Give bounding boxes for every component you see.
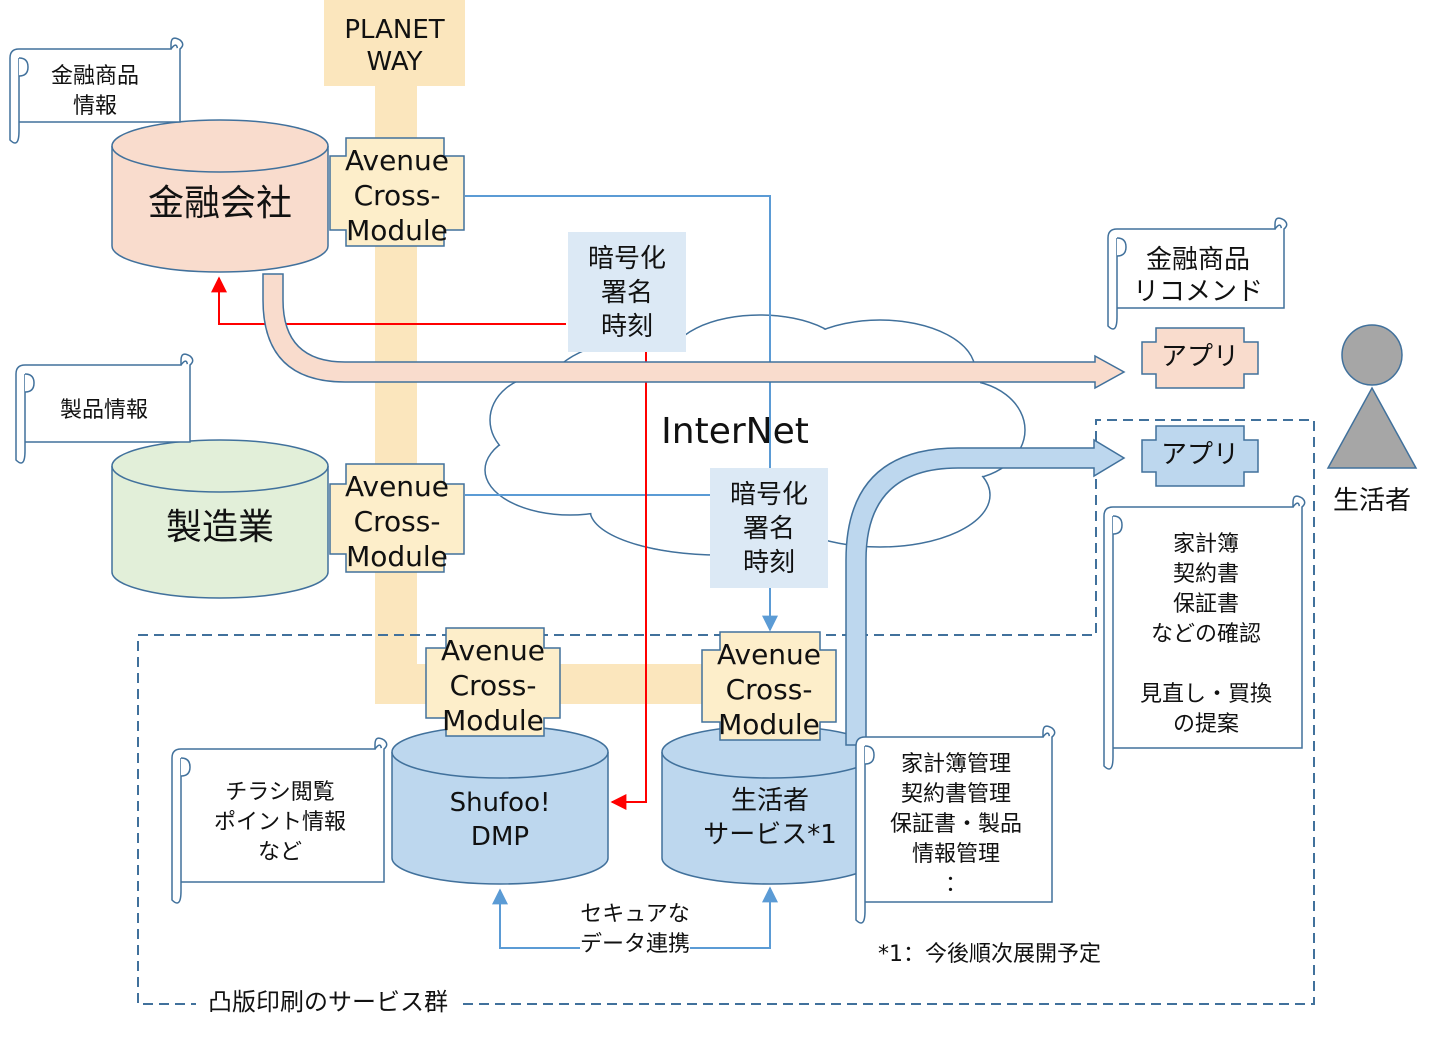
scroll-consumer-confirm-curl	[1112, 515, 1123, 535]
scroll-consumer-confirm-curl-top	[1292, 502, 1301, 508]
financial-company-label: 金融会社	[147, 183, 292, 224]
security-label-lower: 暗号化 署名 時刻	[729, 480, 808, 578]
security-label-upper: 暗号化 署名 時刻	[587, 244, 666, 342]
app-label-2: アプリ	[1160, 440, 1239, 470]
scroll-flyer-info-curl	[180, 757, 191, 777]
scroll-service-list-shape	[855, 725, 1056, 924]
consumer-label: 生活者	[1332, 486, 1411, 516]
scroll-financial-recommend-curl-top	[1274, 224, 1283, 230]
secure-link-label: セキュアな データ連携	[579, 902, 690, 957]
scroll-product-info-curl	[24, 373, 35, 393]
financial-company-db	[111, 119, 329, 273]
security-box-lower	[710, 468, 828, 588]
app-plaque-1	[1141, 327, 1259, 389]
shufoo-dmp-label: Shufoo! DMP	[449, 788, 551, 852]
scroll-financial-info-curl	[18, 57, 29, 77]
scroll-product-info-shape	[15, 353, 194, 464]
scroll-service-list-text: 家計簿管理 契約書管理 保証書・製品 情報管理 ：	[889, 752, 1022, 897]
scrolls	[9, 37, 1306, 924]
scroll-financial-recommend-shape	[1107, 217, 1288, 330]
planet-way-line2: WAY	[366, 47, 423, 77]
app-label-1: アプリ	[1160, 342, 1239, 372]
scroll-service-list-curl	[864, 745, 875, 765]
module-label-consumer-service: Avenue Cross- Module	[716, 638, 822, 741]
app-plaque-2	[1141, 425, 1259, 487]
planet-way-line1: PLANET	[344, 15, 445, 45]
scroll-financial-info-text: 金融商品 情報	[50, 64, 139, 119]
internet-label: InterNet	[661, 411, 809, 452]
scroll-financial-info-shape	[9, 37, 184, 144]
toppan-services-label: 凸版印刷のサービス群	[196, 990, 460, 1014]
scroll-financial-recommend-curl	[1116, 237, 1127, 257]
module-label-manufacturer: Avenue Cross- Module	[344, 470, 450, 573]
red-data-flow	[211, 276, 647, 810]
manufacturer-db	[111, 439, 329, 599]
scroll-financial-recommend-text: 金融商品 リコメンド	[1132, 245, 1263, 307]
scroll-product-info-curl-top	[180, 360, 189, 366]
secure-link-arrows	[492, 886, 778, 949]
financial-flow-arrow	[262, 273, 1126, 390]
scroll-consumer-confirm-text: 家計簿 契約書 保証書 などの確認 見直し・買換 の提案	[1139, 532, 1272, 737]
security-box-upper	[568, 232, 686, 352]
footnote: *1：今後順次展開予定	[878, 942, 1101, 967]
manufacturer-label: 製造業	[165, 507, 274, 548]
scroll-flyer-info-text: チラシ閲覧 ポイント情報 など	[213, 780, 346, 865]
shufoo-dmp-db	[391, 725, 609, 885]
consumer-flow-arrow	[845, 438, 1126, 746]
scroll-consumer-confirm-shape	[1103, 495, 1306, 770]
module-box-manufacturer	[329, 463, 465, 573]
consumer-person-icon	[1326, 324, 1418, 469]
consumer-service-label: 生活者 サービス*1	[703, 786, 837, 850]
module-label-shufoo: Avenue Cross- Module	[440, 634, 546, 737]
scroll-service-list-curl-top	[1042, 732, 1051, 738]
scroll-flyer-info-shape	[171, 737, 388, 904]
module-box-financial	[329, 137, 465, 247]
module-box-consumer-service	[701, 631, 837, 741]
module-box-shufoo	[425, 627, 561, 737]
scroll-financial-info-curl-top	[170, 44, 179, 50]
scroll-flyer-info-curl-top	[374, 744, 383, 750]
planet-way-label: PLANET WAY	[324, 14, 465, 78]
scroll-product-info-text: 製品情報	[59, 398, 148, 423]
module-label-financial: Avenue Cross- Module	[344, 144, 450, 247]
consumer-service-db	[661, 725, 879, 885]
